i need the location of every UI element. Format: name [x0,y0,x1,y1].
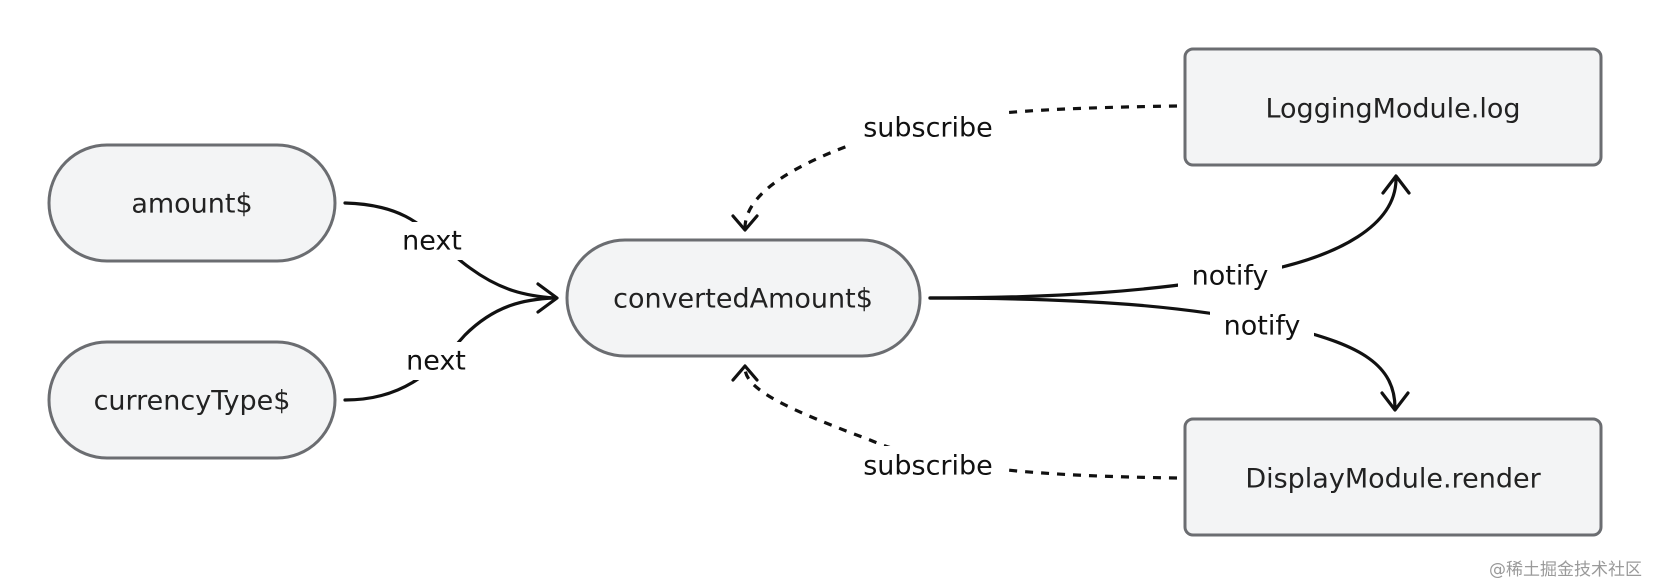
edge-converted-to-display [928,296,1397,410]
node-logging-module[interactable]: LoggingModule.log [1183,47,1603,167]
arrowhead-subscribe-top [731,214,759,232]
label-subscribe-logging: subscribe [863,113,993,144]
edge-converted-to-logging [928,178,1398,300]
node-converted-amount[interactable]: convertedAmount$ [565,238,922,358]
label-amount-next: next [402,226,462,257]
label-notify-display: notify [1224,311,1301,342]
label-bg-amount-next [392,222,476,260]
node-amount[interactable]: amount$ [47,143,337,263]
edge-logging-subscribe [743,104,1178,229]
arrowhead-into-converted [536,282,559,314]
label-bg-notify-display [1210,306,1314,346]
node-currency-type[interactable]: currencyType$ [47,340,337,460]
watermark: @稀土掘金技术社区 [1489,560,1642,580]
label-bg-notify-logging [1178,256,1282,296]
label-bg-currency-next [395,342,479,380]
node-logging-module-label: LoggingModule.log [1265,94,1520,125]
label-bg-subscribe-logging [852,108,1002,148]
label-currency-next: next [406,346,466,377]
node-display-module-label: DisplayModule.render [1245,464,1541,495]
label-bg-subscribe-display [852,446,1002,486]
arrowhead-into-logging [1381,174,1411,195]
arrowhead-into-display [1380,391,1410,412]
node-currency-type-label: currencyType$ [94,386,291,417]
edge-currency-to-converted [343,296,557,402]
node-display-module[interactable]: DisplayModule.render [1183,417,1603,537]
node-converted-amount-label: convertedAmount$ [613,284,873,315]
label-subscribe-display: subscribe [863,451,993,482]
arrowhead-subscribe-bottom [731,364,759,382]
node-amount-label: amount$ [131,189,252,220]
edge-amount-to-converted [343,201,557,300]
label-notify-logging: notify [1192,261,1269,292]
